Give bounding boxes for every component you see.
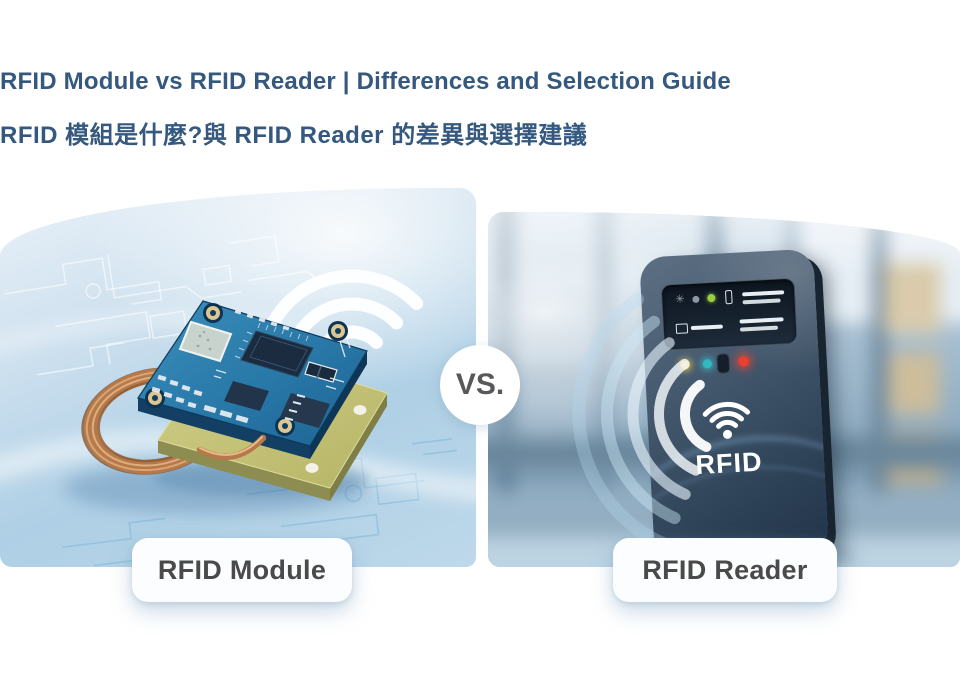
device-display: ✳ xyxy=(660,277,798,351)
display-text-line xyxy=(739,317,784,324)
display-text-line xyxy=(690,324,723,330)
caption-left-text: RFID Module xyxy=(157,554,327,585)
caption-right-text: RFID Reader xyxy=(642,554,808,585)
display-battery-icon xyxy=(724,289,733,305)
display-dot-gray xyxy=(692,295,700,304)
connector xyxy=(304,361,338,383)
silkscreen-marks xyxy=(213,338,351,390)
rfid-wifi-icon xyxy=(702,401,751,439)
page-subtitle: RFID 模組是什麼?與 RFID Reader 的差異與選擇建議 xyxy=(0,122,588,149)
solder-pads xyxy=(151,309,290,424)
panel-rfid-module xyxy=(0,188,476,567)
device-branding: RFID xyxy=(659,387,795,483)
display-text-line xyxy=(742,290,785,296)
led-yellow xyxy=(680,360,691,370)
main-chip xyxy=(234,322,314,378)
led-teal xyxy=(702,359,713,369)
led-slot xyxy=(716,353,731,374)
panel-rfid-reader: ✳ xyxy=(488,212,960,567)
rfid-module-illustration xyxy=(0,234,476,567)
rfid-reader-device: ✳ xyxy=(639,248,829,563)
vs-label: VS. xyxy=(455,368,505,401)
mounting-holes xyxy=(145,303,348,436)
caption-rfid-module: RFID Module xyxy=(132,538,352,602)
display-dot-green xyxy=(707,293,716,303)
led-red xyxy=(738,356,749,367)
caption-rfid-reader: RFID Reader xyxy=(613,538,837,602)
display-doc-icon xyxy=(675,323,689,334)
pcb-board xyxy=(137,300,368,459)
display-star-icon: ✳ xyxy=(675,293,685,306)
vs-badge: VS. xyxy=(440,345,520,425)
coil-lead-wires xyxy=(196,434,267,461)
shield-chip xyxy=(178,320,233,363)
ic-chip xyxy=(280,393,330,428)
display-text-line xyxy=(739,325,779,332)
display-text-line xyxy=(742,298,781,304)
page-title: RFID Module vs RFID Reader | Differences… xyxy=(0,68,731,95)
secondary-chip xyxy=(224,381,269,411)
